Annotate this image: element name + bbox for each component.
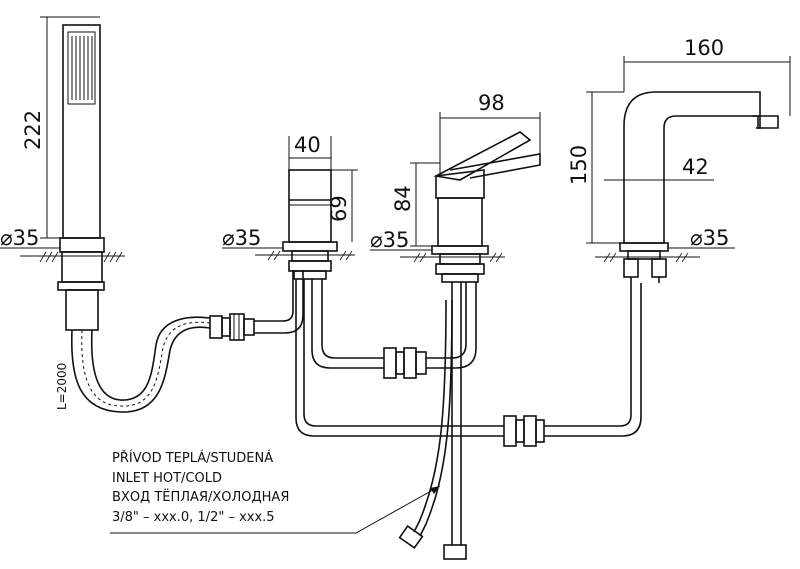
inlet-note: PŘÍVOD TEPLÁ/STUDENÁ INLET HOT/COLD ВХОД…: [110, 450, 441, 534]
dim-dia35-valve-label: ⌀35: [222, 226, 261, 250]
dim-spout-length: 160: [623, 36, 791, 116]
hand-shower: [57, 24, 105, 331]
dim-mixer-height: 84: [391, 162, 440, 247]
dim-hose-length-label: L=2000: [55, 363, 69, 410]
dim-spout-reach: 42: [604, 155, 714, 181]
mixer-body: [431, 131, 541, 283]
dim-mixer-width: 98: [439, 91, 541, 176]
dim-valve-height: 69: [327, 169, 358, 242]
diverter-valve: [282, 169, 338, 280]
dim-69-label: 69: [327, 195, 351, 222]
dim-shower-dia: ⌀35: [0, 226, 60, 250]
dim-valve-width: 40: [288, 133, 332, 170]
dim-40-label: 40: [294, 133, 321, 157]
deck-hatch-shower: [20, 251, 125, 263]
dim-mixer-dia: ⌀35: [370, 228, 432, 252]
note-line-sizes: 3/8" – xxx.0, 1/2" – xxx.5: [112, 510, 275, 525]
pipework: [295, 279, 642, 560]
note-line-ru: ВХОД ТЁПЛАЯ/ХОЛОДНАЯ: [112, 489, 289, 505]
dim-dia35-mixer-label: ⌀35: [370, 228, 409, 252]
dim-shower-length: 222: [21, 16, 100, 239]
dim-spout-height: 150: [567, 91, 624, 244]
note-line-cz: PŘÍVOD TEPLÁ/STUDENÁ: [112, 450, 273, 466]
note-line-en: INLET HOT/COLD: [112, 471, 222, 486]
dim-160-label: 160: [684, 36, 724, 60]
dim-dia35-shower-label: ⌀35: [0, 226, 39, 250]
deck-hatch-spout: [595, 252, 700, 263]
dim-150-label: 150: [567, 145, 591, 185]
dim-valve-dia: ⌀35: [222, 226, 283, 250]
shower-hose: L=2000: [55, 270, 304, 413]
dim-98-label: 98: [478, 91, 505, 115]
dim-spout-dia: ⌀35: [668, 226, 735, 250]
dim-42-label: 42: [682, 155, 709, 179]
deck-hatch-valve: [255, 250, 355, 261]
spout: [619, 91, 779, 283]
dim-84-label: 84: [391, 185, 415, 212]
deck-hatch-mixer: [400, 252, 505, 263]
dim-222-label: 222: [21, 110, 45, 150]
dim-dia35-spout-label: ⌀35: [690, 226, 729, 250]
